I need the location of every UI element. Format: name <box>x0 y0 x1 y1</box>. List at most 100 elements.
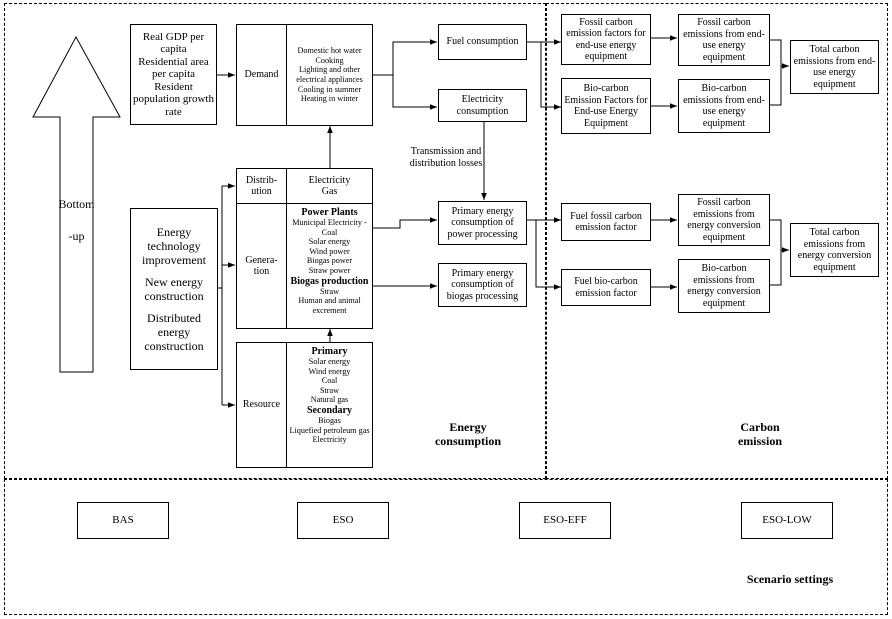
driver-distributed: Distributed energy construction <box>144 311 204 353</box>
fossil-factor-enduse-label: Fossil carbon emission factors for end-u… <box>566 16 646 63</box>
power-plant-item: Solar energy <box>308 237 351 247</box>
connector-demand-electricity <box>392 75 437 110</box>
electricity-consumption-label: Electricity consumption <box>456 94 509 117</box>
bottom-up-line2: -up <box>68 229 85 243</box>
carbon-emission-line1: Carbon <box>740 420 780 434</box>
scenario-settings-text: Scenario settings <box>746 572 834 586</box>
primary-item: Straw <box>319 385 340 395</box>
distribution-item: Gas <box>321 186 338 197</box>
primary-item: Coal <box>321 376 338 386</box>
bio-emissions-enduse-label: Bio-carbon emissions from end-use energy… <box>683 83 765 129</box>
secondary-item: Liquefied petroleum gas <box>289 425 370 435</box>
fossil-emissions-enduse-box: Fossil carbon emissions from end-use ene… <box>678 14 770 66</box>
primary-title: Primary <box>311 346 348 357</box>
resource-items-box: Primary Solar energy Wind energy Coal St… <box>286 342 373 468</box>
scenario-eso-label: ESO <box>332 513 354 526</box>
bottom-up-arrow <box>32 35 121 373</box>
energy-consumption-line1: Energy <box>449 420 487 434</box>
scenario-eso-eff-label: ESO-EFF <box>543 513 587 526</box>
fossil-emissions-conversion-label: Fossil carbon emissions from energy conv… <box>687 197 761 243</box>
fuel-bio-factor-label: Fuel bio-carbon emission factor <box>574 276 638 299</box>
primary-biogas-label: Primary energy consumption of biogas pro… <box>446 267 519 302</box>
secondary-title: Secondary <box>307 404 352 416</box>
scenario-settings-label: Scenario settings <box>735 572 845 586</box>
generation-label: Genera-tion <box>245 254 278 278</box>
total-enduse-box: Total carbon emissions from end-use ener… <box>790 40 879 94</box>
connector-fuel-bio-factor <box>540 42 561 110</box>
primary-item: Natural gas <box>310 395 349 405</box>
demand-label: Demand <box>244 69 279 81</box>
power-plants-title: Power Plants <box>301 207 358 218</box>
demand-items-box: Domestic hot water Cooking Lighting and … <box>286 24 373 126</box>
bottom-up-label: Bottom -up <box>58 195 95 245</box>
scenario-eso-low: ESO-LOW <box>741 502 833 539</box>
primary-biogas-box: Primary energy consumption of biogas pro… <box>438 263 527 307</box>
bio-emissions-conversion-label: Bio-carbon emissions from energy convers… <box>687 263 761 309</box>
total-conversion-box: Total carbon emissions from energy conve… <box>790 223 879 277</box>
biogas-item: Straw <box>319 286 340 296</box>
fossil-factor-enduse-box: Fossil carbon emission factors for end-u… <box>561 14 651 65</box>
power-plant-item: Straw power <box>308 265 351 275</box>
scenario-bas: BAS <box>77 502 169 539</box>
fuel-consumption-box: Fuel consumption <box>438 24 527 60</box>
bio-factor-enduse-label: Bio-carbon Emission Factors for End-use … <box>564 83 648 129</box>
distribution-label-box: Distrib-ution <box>236 168 287 204</box>
driver-technology: Energy technology improvement <box>142 225 206 267</box>
demand-item: Domestic hot water <box>297 46 362 56</box>
scenario-eso: ESO <box>297 502 389 539</box>
secondary-item: Electricity <box>312 435 347 445</box>
total-enduse-label: Total carbon emissions from end-use ener… <box>793 44 876 90</box>
energy-consumption-label: Energy consumption <box>418 420 518 448</box>
connector-drivers-bracket <box>218 186 223 405</box>
bottom-up-line1: Bottom <box>58 197 95 211</box>
scenario-eso-eff: ESO-EFF <box>519 502 611 539</box>
power-plant-item: Wind power <box>309 246 350 256</box>
demand-item: Cooling in summer <box>297 84 362 94</box>
primary-power-box: Primary energy consumption of power proc… <box>438 201 527 245</box>
energy-drivers-box: Energy technology improvement New energy… <box>130 208 218 370</box>
resource-label: Resource <box>242 399 281 411</box>
bio-factor-enduse-box: Bio-carbon Emission Factors for End-use … <box>561 78 651 134</box>
fuel-fossil-factor-label: Fuel fossil carbon emission factor <box>570 210 642 234</box>
driver-new-energy: New energy construction <box>144 275 204 303</box>
connector-conversion-total <box>770 219 789 286</box>
primary-item: Wind energy <box>308 366 351 376</box>
primary-item: Solar energy <box>308 357 351 366</box>
generation-items-box: Power Plants Municipal Electricity - Coa… <box>286 203 373 329</box>
distribution-items-box: Electricity Gas <box>286 168 373 204</box>
power-plant-item: Biogas power <box>306 256 353 266</box>
losses-label: Transmission and distribution losses <box>404 146 488 170</box>
distribution-label: Distrib-ution <box>245 174 278 198</box>
carbon-emission-line2: emission <box>737 434 782 448</box>
biogas-item: Human and animal excrement <box>298 296 361 315</box>
carbon-emission-label: Carbon emission <box>720 420 800 448</box>
demand-item: Heating in winter <box>300 94 359 104</box>
demand-item: Cooking <box>315 55 344 65</box>
connector-generation-primary-power <box>373 217 437 229</box>
energy-consumption-section <box>4 3 546 479</box>
resource-label-box: Resource <box>236 342 287 468</box>
input-area: Residential area per capita <box>138 55 209 81</box>
bio-emissions-enduse-box: Bio-carbon emissions from end-use energy… <box>678 79 770 133</box>
fossil-emissions-conversion-box: Fossil carbon emissions from energy conv… <box>678 194 770 246</box>
carbon-emission-section <box>546 3 888 479</box>
energy-consumption-line2: consumption <box>434 434 502 448</box>
power-plant-item: Municipal Electricity - Coal <box>292 218 367 237</box>
fuel-fossil-factor-box: Fuel fossil carbon emission factor <box>561 203 651 241</box>
scenario-eso-low-label: ESO-LOW <box>762 513 812 526</box>
scenario-settings-section <box>4 479 888 615</box>
losses-text: Transmission and distribution losses <box>409 146 483 169</box>
electricity-consumption-box: Electricity consumption <box>438 89 527 122</box>
distribution-item: Electricity <box>308 174 351 186</box>
scenario-bas-label: BAS <box>112 513 134 526</box>
total-conversion-label: Total carbon emissions from energy conve… <box>797 227 872 273</box>
primary-power-label: Primary energy consumption of power proc… <box>447 205 518 240</box>
connector-power-bio-factor <box>535 220 561 290</box>
secondary-item: Biogas <box>318 415 341 425</box>
demand-label-box: Demand <box>236 24 287 126</box>
input-gdp: Real GDP per capita <box>142 30 205 56</box>
demand-item: Lighting and other electrical appliances <box>296 65 363 84</box>
biogas-production-title: Biogas production <box>290 275 369 287</box>
fuel-bio-factor-box: Fuel bio-carbon emission factor <box>561 269 651 306</box>
